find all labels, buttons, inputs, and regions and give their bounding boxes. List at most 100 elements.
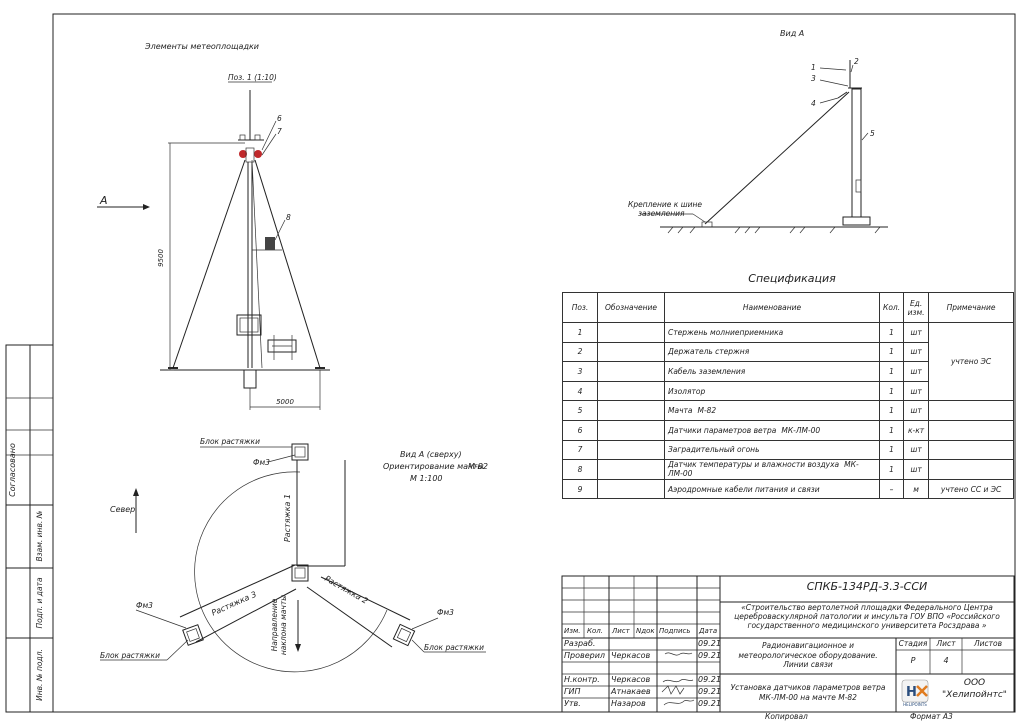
fm-left-label: Фм3 <box>136 601 153 610</box>
spec-cell-code <box>597 400 665 421</box>
spec-name-model: МК-ЛМ-00 <box>781 425 821 435</box>
view-a-detail: 1 2 3 4 5 Крепление к шине заземления <box>628 57 888 234</box>
spec-cell-code <box>597 361 665 382</box>
spec-cell-code <box>597 478 665 500</box>
spec-cell-unit: к-кт <box>903 419 930 441</box>
col-header-izm: Изм. <box>564 627 581 635</box>
inv-sub-label: Взам. инв. № <box>35 510 44 561</box>
spec-cell-qty: 1 <box>878 459 905 480</box>
view-callout-1: 1 <box>811 63 816 72</box>
specification-table: Поз. Обозначение Наименование Кол. Ед. и… <box>562 292 1014 500</box>
sheet-line-1: Установка датчиков параметров ветра <box>730 683 886 692</box>
logo-caption: HELIPOINTS <box>903 702 927 707</box>
spec-cell-name: Мачта М-82 <box>664 400 880 421</box>
spec-cell-qty: 1 <box>878 380 905 402</box>
sheet-title: Установка датчиков параметров ветра МК-Л… <box>720 683 896 703</box>
spec-cell-pos: 4 <box>562 380 598 402</box>
spec-cell-qty: 1 <box>878 400 905 421</box>
role-label: Разраб. <box>564 639 596 648</box>
spec-header-note: Примечание <box>928 292 1014 323</box>
view-callout-5: 5 <box>870 129 875 138</box>
spec-cell-unit: шт <box>903 459 930 480</box>
inv-orig-label: Инв. № подл. <box>35 649 44 701</box>
spec-cell-note: учтено ЭС <box>928 321 1014 402</box>
sheets-label: Листов <box>973 639 1002 648</box>
temperature-sensor-icon <box>265 237 275 250</box>
sheet-value: 4 <box>943 656 949 665</box>
role-date: 09.21 <box>698 675 721 684</box>
fm-top-label: Фм3 <box>253 458 270 467</box>
guy-block-icon <box>291 443 309 461</box>
view-callout-2: 2 <box>854 57 859 66</box>
obstruction-light-icon <box>239 150 247 158</box>
role-date: 09.21 <box>698 639 721 648</box>
top-view-orient: Ориентирование мачты <box>383 462 484 471</box>
mast-base-icon <box>291 564 309 582</box>
signature <box>664 652 693 656</box>
spec-cell-pos: 8 <box>562 459 598 480</box>
signature <box>661 685 685 695</box>
section-line-3: Линии связи <box>783 660 833 669</box>
spec-cell-name: Кабель заземления <box>664 361 880 382</box>
guy-2-label: Растяжка 2 <box>323 574 369 606</box>
spec-cell-code <box>597 459 665 480</box>
view-callout-3: 3 <box>811 74 816 83</box>
spec-cell-unit: шт <box>903 341 930 363</box>
spec-cell-qty: 1 <box>878 322 905 343</box>
spec-header-code: Обозначение <box>597 292 665 323</box>
spec-header-qty: Кол. <box>878 292 905 323</box>
mast-elevation: 6 7 8 9500 5000 А <box>97 90 330 410</box>
spec-header-row: Поз. Обозначение Наименование Кол. Ед. и… <box>562 292 1014 323</box>
role-name: Атнакаев <box>611 687 651 696</box>
stage-value: Р <box>910 656 916 665</box>
col-header-kol: Кол. <box>587 627 603 635</box>
callout-6: 6 <box>277 114 282 123</box>
spec-cell-note: учтено СС и ЭС <box>928 478 1014 500</box>
project-line-3: государственного медицинского университе… <box>747 621 987 630</box>
guy-block-icon <box>182 624 204 646</box>
role-name: Черкасов <box>611 675 651 684</box>
guy-block-top-label: Блок растяжки <box>200 437 260 446</box>
spec-cell-note <box>928 400 1014 421</box>
spec-cell-code <box>597 380 665 402</box>
sign-date-label: Подп. и дата <box>35 577 44 628</box>
spec-cell-code <box>597 439 665 461</box>
spec-cell-pos: 6 <box>562 419 598 441</box>
spec-name-text: Заградительный огонь <box>668 445 760 455</box>
stage-label: Стадия <box>898 639 928 648</box>
spec-title: Спецификация <box>748 272 836 285</box>
col-header-date: Дата <box>699 627 718 635</box>
top-view: Вид А (сверху) Ориентирование мачты М-82… <box>100 437 488 673</box>
sheet-line-2: МК-ЛМ-00 на мачте М-82 <box>759 693 857 702</box>
spec-cell-unit: шт <box>903 400 930 421</box>
spec-name-model: М-82 <box>697 406 717 416</box>
role-label: Утв. <box>564 699 581 708</box>
sheet-label: Лист <box>936 639 956 648</box>
section-line-1: Радионавигационное и <box>762 641 854 650</box>
format-label: Формат А3 <box>910 712 953 721</box>
spec-header-unit: Ед. изм. <box>903 292 930 323</box>
section-line-2: метеорологическое оборудование. <box>738 650 878 660</box>
spec-name-text: Изолятор <box>668 386 706 396</box>
pos-label: Поз. 1 (1:10) <box>228 73 277 82</box>
role-name: Назаров <box>611 699 646 708</box>
spec-header-pos: Поз. <box>562 292 598 323</box>
spec-cell-note <box>928 459 1014 480</box>
guy-block-left-label: Блок растяжки <box>100 651 160 660</box>
doc-code: СПКБ-134РД-3.3-ССИ <box>806 580 928 593</box>
role-date: 09.21 <box>698 699 721 708</box>
role-date: 09.21 <box>698 687 721 696</box>
grounding-note-2: заземления <box>638 209 685 218</box>
role-label: Н.контр. <box>564 675 600 684</box>
spec-cell-qty: – <box>878 478 905 500</box>
elements-title: Элементы метеоплощадки <box>144 42 259 51</box>
tilt-label-1: Направление <box>270 598 279 651</box>
spec-cell-name: Стержень молниеприемника <box>664 322 880 343</box>
spec-name-text: Мачта <box>668 406 693 416</box>
